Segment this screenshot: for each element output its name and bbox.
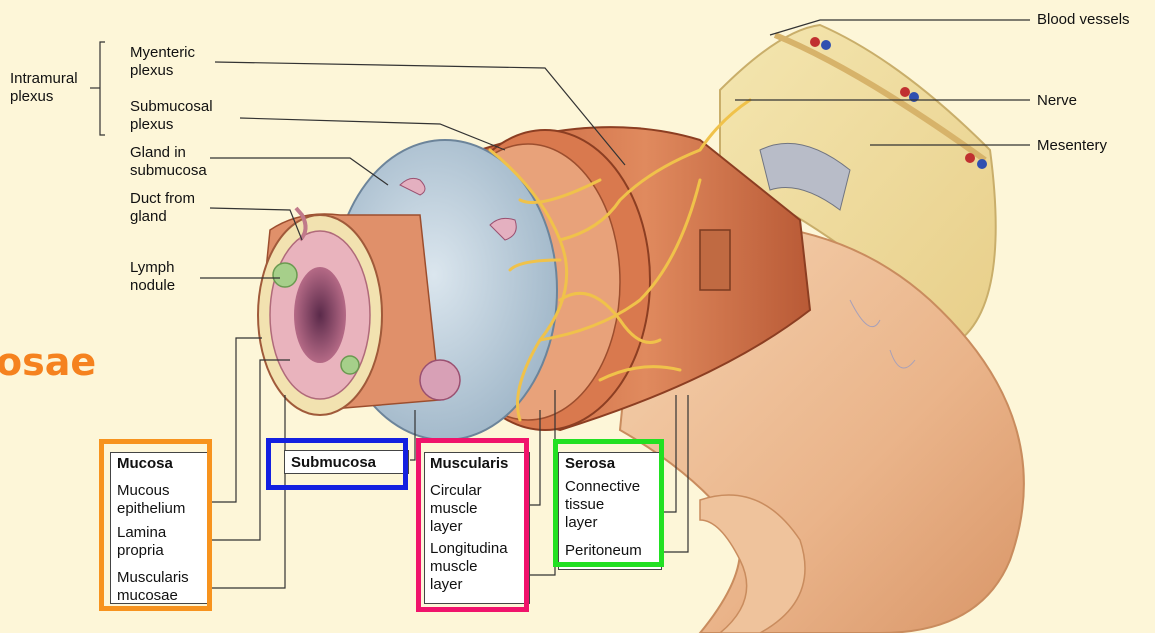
label-myenteric-plexus: Myenteric plexus	[130, 44, 195, 80]
mucosa-item: Muscularis mucosae	[117, 569, 189, 605]
label-mesentery: Mesentery	[1037, 137, 1107, 155]
muscularis-title: Muscularis	[430, 455, 508, 473]
label-lymph-nodule: Lymph nodule	[130, 259, 175, 295]
mucosa-item: Mucous epithelium	[117, 482, 185, 518]
label-gland-in-submucosa: Gland in submucosa	[130, 144, 207, 180]
partial-title-text: osae	[0, 340, 96, 384]
submucosa-title: Submucosa	[291, 454, 376, 472]
serosa-item: Connective tissue layer	[565, 478, 640, 532]
muscularis-item: Longitudina muscle layer	[430, 540, 508, 594]
mucosa-title: Mucosa	[117, 455, 173, 473]
muscularis-item: Circular muscle layer	[430, 482, 482, 536]
serosa-title: Serosa	[565, 455, 615, 473]
label-intramural-plexus: Intramural plexus	[10, 70, 78, 106]
label-submucosal-plexus: Submucosal plexus	[130, 98, 213, 134]
label-blood-vessels: Blood vessels	[1037, 11, 1130, 29]
serosa-item: Peritoneum	[565, 542, 642, 560]
label-nerve: Nerve	[1037, 92, 1077, 110]
label-duct-from-gland: Duct from gland	[130, 190, 195, 226]
mucosa-item: Lamina propria	[117, 524, 166, 560]
